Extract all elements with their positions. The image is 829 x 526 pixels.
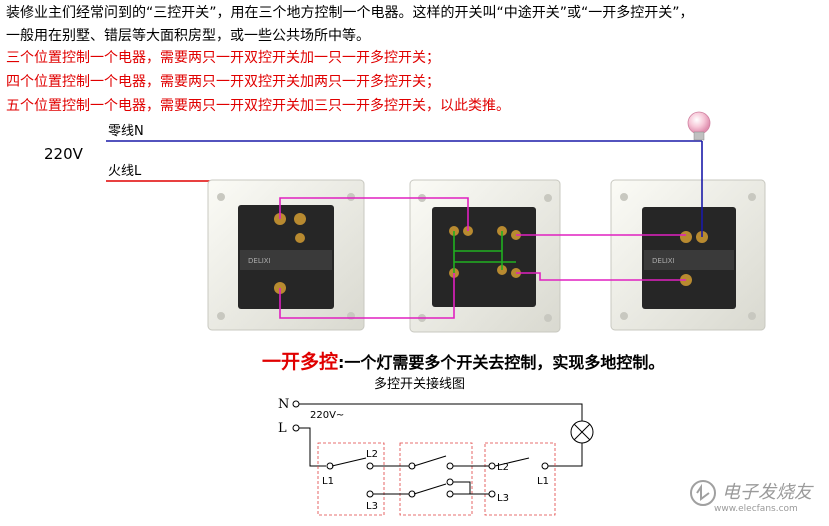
switch-middle-multiway bbox=[409, 179, 561, 333]
caption-text: :一个灯需要多个开关去控制，实现多地控制。 bbox=[338, 353, 665, 372]
schematic-right-l1: L1 bbox=[537, 476, 549, 487]
schematic-left-l3: L3 bbox=[366, 501, 378, 512]
neutral-label: 零线N bbox=[108, 124, 144, 139]
caption-highlight: 一开多控 bbox=[262, 351, 339, 373]
caption: 一开多控:一个灯需要多个开关去控制，实现多地控制。 bbox=[262, 347, 664, 374]
watermark-name: 电子发烧友 bbox=[722, 482, 812, 503]
voltage-label: 220V bbox=[44, 145, 84, 163]
rule-three-positions: 三个位置控制一个电器，需要两只一开双控开关加一只一开多控开关； bbox=[6, 50, 440, 66]
rule-five-positions: 五个位置控制一个电器，需要两只一开双控开关加三只一开多控开关，以此类推。 bbox=[6, 98, 510, 114]
schematic-l-label: L bbox=[278, 421, 287, 436]
switch-left: DELIXI bbox=[207, 179, 365, 331]
schematic-voltage: 220V~ bbox=[310, 410, 344, 421]
cross-wires bbox=[453, 231, 516, 273]
watermark-logo-icon bbox=[690, 480, 716, 506]
schematic-title: 多控开关接线图 bbox=[374, 377, 466, 392]
schematic-n-label: N bbox=[278, 397, 289, 412]
watermark-url: www.elecfans.com bbox=[714, 504, 798, 514]
schematic-right-l3: L3 bbox=[497, 493, 509, 504]
traveler-wires bbox=[279, 197, 686, 319]
schematic: N L 220V~ L2 L1 L3 L2 L1 L3 bbox=[278, 397, 594, 516]
schematic-left-l2: L2 bbox=[366, 449, 378, 460]
rule-four-positions: 四个位置控制一个电器，需要两只一开双控开关加两只一开多控开关； bbox=[6, 74, 440, 90]
light-bulb-icon bbox=[687, 111, 711, 141]
switch-brand: DELIXI bbox=[248, 257, 271, 265]
intro-line-1: 装修业主们经常问到的“三控开关”，用在三个地方控制一个电器。这样的开关叫“中途开… bbox=[6, 5, 694, 21]
intro-line-2: 一般用在别墅、错层等大面积房型，或一些公共场所中等。 bbox=[6, 28, 370, 44]
switch-right: DELIXI bbox=[610, 179, 766, 331]
live-label: 火线L bbox=[108, 164, 142, 179]
schematic-left-l1: L1 bbox=[322, 476, 334, 487]
schematic-right-l2: L2 bbox=[497, 462, 509, 473]
switch-brand: DELIXI bbox=[652, 257, 675, 265]
